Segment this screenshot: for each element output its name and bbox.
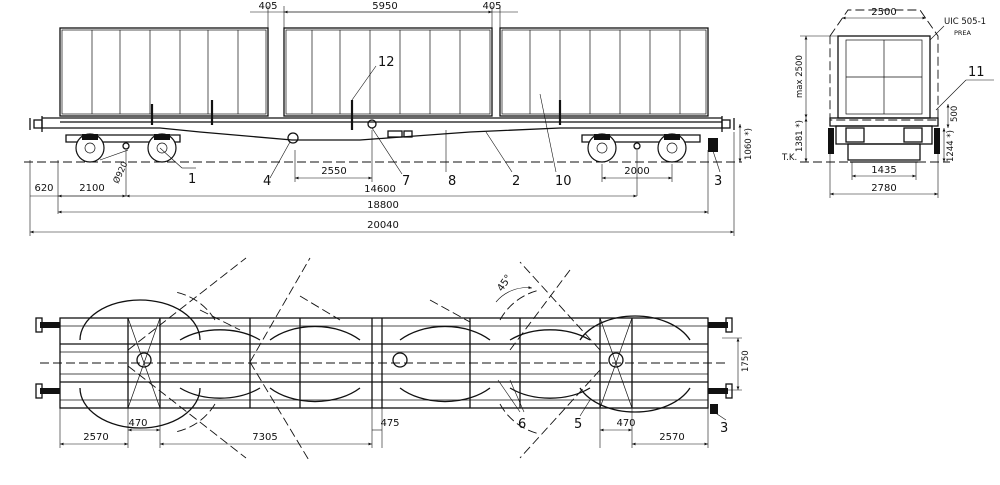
callout-8: 8 xyxy=(448,174,456,189)
end-view: 2500 max 2500 1381 *) T.K. 500 1244 *) 1… xyxy=(781,7,994,198)
dim-bogie-wheelbase: 2000 xyxy=(624,166,649,177)
side-view: 405 5950 405 620 2100 2550 20 xyxy=(24,1,754,236)
dim-gap-mid: 475 xyxy=(380,418,399,429)
dim-coupling: 620 xyxy=(34,183,53,194)
callout-12: 12 xyxy=(378,55,395,70)
plan-view: 2570 470 7305 475 470 2570 1750 45° 6 5 … xyxy=(35,257,751,463)
gauge-note: UIC 505-1 xyxy=(944,17,986,27)
callout-11: 11 xyxy=(968,65,985,80)
dim-1244: 1244 *) xyxy=(946,130,956,162)
dim-pitch-a: 405 xyxy=(258,1,277,12)
dim-container-length: 5950 xyxy=(372,1,397,12)
gauge-note-sub: PREA xyxy=(954,29,972,37)
dim-top-width: 2500 xyxy=(871,7,896,18)
callout-3-plan: 3 xyxy=(720,421,728,436)
container-right xyxy=(499,27,709,117)
dim-overhang: 2100 xyxy=(79,183,104,194)
dim-pitch-b: 405 xyxy=(482,1,501,12)
dim-pivot: 14600 xyxy=(364,184,396,195)
dim-gauge: 1435 xyxy=(871,165,896,176)
dim-max-height: max 2500 xyxy=(795,55,805,98)
callout-6: 6 xyxy=(518,417,526,432)
callout-3: 3 xyxy=(714,174,722,189)
dim-gap-right: 470 xyxy=(616,418,635,429)
dim-mid-span: 7305 xyxy=(252,432,277,443)
callout-2: 2 xyxy=(512,174,520,189)
bogie-left xyxy=(65,133,181,163)
plan-callouts: 6 5 3 xyxy=(497,379,728,436)
dim-wheel-diameter: Ø920 xyxy=(111,160,131,185)
callout-4: 4 xyxy=(263,174,271,189)
underframe xyxy=(29,116,735,144)
dim-base-width: 2780 xyxy=(871,183,896,194)
dim-tk: T.K. xyxy=(781,153,797,163)
plan-dims: 2570 470 7305 475 470 2570 1750 45° xyxy=(59,273,751,448)
container-middle xyxy=(283,27,493,117)
callout-10: 10 xyxy=(555,174,572,189)
callout-1: 1 xyxy=(188,172,196,187)
dim-end-left: 2570 xyxy=(83,432,108,443)
bogie-right xyxy=(581,133,718,163)
dim-gap-left: 470 xyxy=(128,418,147,429)
dim-end-right: 2570 xyxy=(659,432,684,443)
side-callouts: 1 4 7 8 2 10 3 12 xyxy=(159,55,722,189)
callout-7: 7 xyxy=(402,174,410,189)
side-top-dims: 405 5950 405 xyxy=(250,1,518,28)
callout-5: 5 xyxy=(574,417,582,432)
dim-frame: 18800 xyxy=(367,200,399,211)
dim-mid: 2550 xyxy=(321,166,346,177)
dim-1381: 1381 *) xyxy=(795,120,805,152)
side-bottom-dims: 620 2100 2550 2000 14600 18800 20040 Ø92… xyxy=(29,124,754,236)
dim-buffer-height: 1060 *) xyxy=(744,128,754,160)
container-left xyxy=(59,27,269,117)
dim-width: 1750 xyxy=(741,350,751,372)
plan-swing-lines xyxy=(127,257,601,463)
dim-500: 500 xyxy=(950,106,960,122)
dim-overall: 20040 xyxy=(367,220,399,231)
